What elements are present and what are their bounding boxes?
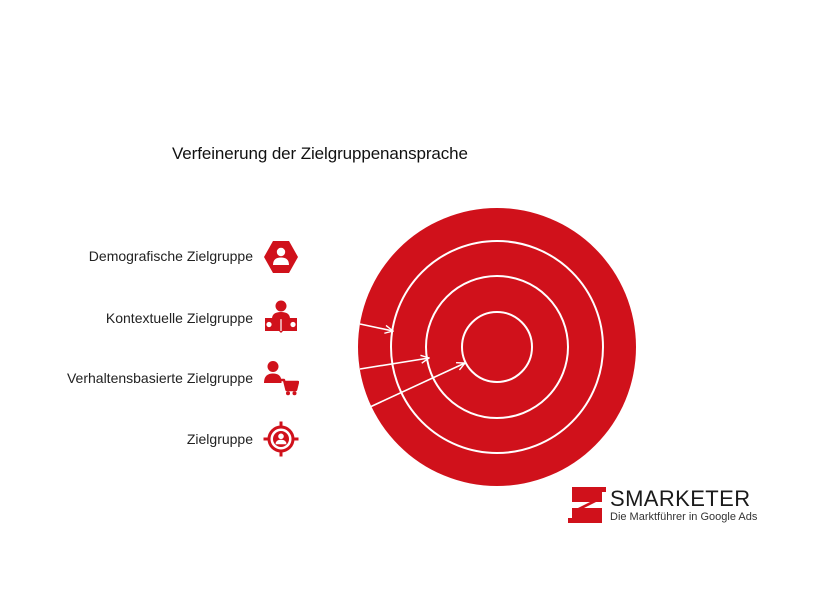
outer-ring: [358, 208, 636, 486]
label-demografische-zielgruppe: Demografische Zielgruppe: [88, 248, 253, 264]
smarketer-s-logo-icon: [568, 487, 606, 523]
logo-tagline: Die Marktführer in Google Ads: [610, 511, 758, 523]
target-bullseye: [358, 208, 636, 486]
arrow-kontextuelle: [359, 323, 393, 331]
arrow-zielgruppe: [369, 363, 465, 408]
ring-1-center: [461, 311, 533, 383]
hexagon-person-icon: [264, 241, 298, 273]
label-zielgruppe: Zielgruppe: [186, 431, 253, 447]
arrow-verhaltensbasierte: [359, 358, 429, 370]
crosshair-person-icon: [263, 421, 299, 457]
diagram-title: Verfeinerung der Zielgruppenansprache: [172, 144, 468, 163]
ring-2: [425, 275, 569, 419]
person-reading-icon: [265, 300, 297, 333]
person-cart-icon: [264, 361, 299, 396]
ring-3: [390, 240, 604, 454]
logo-name: SMARKETER: [610, 486, 751, 511]
label-kontextuelle-zielgruppe: Kontextuelle Zielgruppe: [105, 310, 253, 326]
smarketer-logo: SMARKETER Die Marktführer in Google Ads: [568, 487, 768, 525]
label-verhaltensbasierte-zielgruppe: Verhaltensbasierte Zielgruppe: [66, 370, 253, 386]
